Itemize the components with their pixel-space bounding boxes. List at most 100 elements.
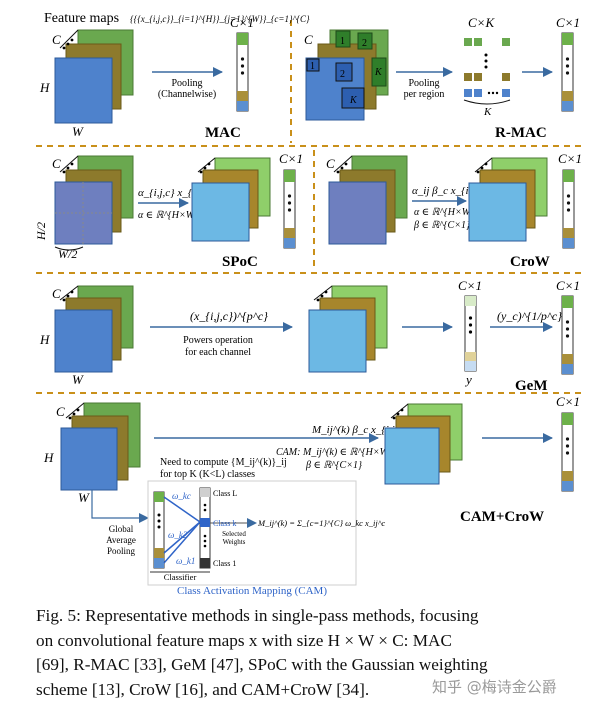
crow-formula-1: α_ij β_c x_{i,j,c}: [412, 185, 487, 197]
figure-diagram: Feature maps {{{x_{i,j,c}}_{i=1}^{H}}_{j…: [34, 11, 584, 597]
gem-feature-cube: [54, 285, 134, 373]
rmac-name: R-MAC: [495, 125, 547, 141]
mac-h-label: H: [39, 80, 50, 95]
w-kc-label: ω_kc: [172, 491, 191, 501]
spoc-c-label: C: [52, 156, 61, 171]
spoc-w2-label: W/2: [58, 247, 77, 261]
rmac-region-2: 2: [362, 38, 367, 49]
gap-label-1: Global: [109, 524, 134, 534]
spoc-h2-label: H/2: [34, 222, 48, 241]
gem-c-label: C: [52, 286, 61, 301]
mac-op1: Pooling: [171, 78, 202, 89]
gem-cx1-label: C×1: [556, 278, 580, 293]
cam-name: CAM+CroW: [460, 509, 544, 525]
feature-maps-formula: {{{x_{i,j,c}}_{i=1}^{H}}_{j=1}^{W}}_{c=1…: [130, 14, 310, 24]
cam-output-vector: [561, 412, 574, 492]
cam-c-label: C: [56, 404, 65, 419]
figure-caption: Fig. 5: Representative methods in single…: [36, 604, 584, 702]
gem-pooled-vector: [464, 295, 477, 372]
rmac-region-kb: K: [349, 95, 358, 106]
rmac-section: C 1 2 1 2 K K Pooling per region C×K K C…: [304, 15, 580, 141]
selected-weights-2: Weights: [223, 538, 246, 546]
mac-feature-cube: [54, 29, 134, 124]
mac-cx1-label: C×1: [230, 15, 254, 30]
rmac-region-vectors: [463, 38, 511, 105]
watermark: 知乎 @梅诗金公爵: [432, 678, 557, 696]
spoc-section: C H/2 W/2 α_{i,j,c} x_{i,j,c} α ∈ ℝ^{H×W…: [34, 151, 303, 270]
rmac-region-2b: 2: [340, 69, 345, 80]
spoc-formula-2: α ∈ ℝ^{H×W}: [138, 210, 198, 221]
caption-line-3: [69], R-MAC [33], GeM [47], SPoC with th…: [36, 655, 488, 674]
crow-output-vector: [562, 169, 575, 249]
mac-c-label: C: [52, 32, 61, 47]
cam-formula-3: β ∈ ℝ^{C×1}: [305, 460, 362, 471]
class-l-label: Class L: [213, 489, 237, 498]
mac-w-label: W: [72, 124, 84, 139]
rmac-op2: per region: [404, 89, 445, 100]
section-dividers: [36, 20, 584, 394]
spoc-cx1-label: C×1: [279, 151, 303, 166]
rmac-region-1b: 1: [310, 61, 315, 72]
rmac-region-1: 1: [340, 36, 345, 47]
crow-section: C α_ij β_c x_{i,j,c} α ∈ ℝ^{H×W} β ∈ ℝ^{…: [326, 151, 582, 270]
gem-output-vector: [561, 295, 574, 375]
cam-need-2: for top K (K<L) classes: [160, 469, 255, 480]
cam-h-label: H: [43, 450, 54, 465]
crow-name: CroW: [510, 254, 550, 270]
rmac-region-k: K: [374, 67, 383, 78]
rmac-c-label: C: [304, 32, 313, 47]
gem-name: GeM: [515, 378, 547, 394]
rmac-k-label: K: [483, 106, 492, 118]
mac-op2: (Channelwise): [158, 89, 216, 100]
gem-y-label: y: [464, 372, 472, 387]
caption-line-4: scheme [13], CroW [16], and CAM+CroW [34…: [36, 679, 370, 699]
selected-weights-1: Selected: [222, 530, 246, 538]
cam-panel: [147, 480, 357, 586]
gap-label-2: Average: [106, 535, 136, 545]
feature-maps-title: Feature maps: [44, 11, 119, 26]
cam-formula-2: CAM: M_ij^(k) ∈ ℝ^{H×W}: [276, 447, 392, 458]
gem-section: C H W (x_{i,j,c})^{p^c} Powers operation…: [39, 278, 580, 394]
cam-panel-title: Class Activation Mapping (CAM): [177, 585, 327, 597]
spoc-output-vector: [283, 169, 296, 249]
cam-w-label: W: [78, 490, 90, 505]
gem-powered-cube: [308, 285, 388, 373]
cam-section: C H W M_ij^(k) β_c x_{i,j,c} CAM: M_ij^(…: [43, 394, 580, 597]
gem-h-label: H: [39, 332, 50, 347]
cam-cx1-label: C×1: [556, 394, 580, 409]
mac-name: MAC: [205, 125, 241, 141]
gem-formula-2: (y_c)^{1/p^c}: [497, 309, 562, 323]
mac-output-vector: [236, 32, 249, 112]
cam-formula-1: M_ij^(k) β_c x_{i,j,c}: [311, 424, 407, 436]
cam-weighted-cube: [384, 403, 463, 485]
cam-map-formula: M_ij^(k) = Σ_{c=1}^{C} ω_kc x_ij^c: [257, 518, 385, 528]
rmac-feature-cube: [305, 29, 389, 121]
rmac-cx1-label: C×1: [556, 15, 580, 30]
caption-line-1: Fig. 5: Representative methods in single…: [36, 606, 479, 625]
gem-w-label: W: [72, 372, 84, 387]
crow-formula-3: β ∈ ℝ^{C×1}: [413, 220, 470, 231]
gap-label-3: Pooling: [107, 546, 136, 556]
rmac-op1: Pooling: [408, 78, 439, 89]
class-1-label: Class 1: [213, 559, 236, 568]
gem-op1: Powers operation: [183, 335, 253, 346]
crow-feature-cube: [328, 155, 408, 245]
w-k1-label: ω_k1: [176, 556, 195, 566]
spoc-weighted-cube: [191, 157, 271, 242]
cam-need-1: Need to compute {M_ij^(k)}_ij: [160, 457, 287, 468]
crow-c-label: C: [326, 156, 335, 171]
gem-op2: for each channel: [185, 347, 251, 358]
spoc-name: SPoC: [222, 254, 258, 270]
mac-section: Feature maps {{{x_{i,j,c}}_{i=1}^{H}}_{j…: [39, 11, 310, 141]
spoc-feature-cube: [54, 155, 134, 245]
rmac-output-vector: [561, 32, 574, 112]
crow-cx1-label: C×1: [558, 151, 582, 166]
caption-line-2: on convolutional feature maps x with siz…: [36, 630, 452, 650]
cam-feature-cube: [60, 402, 141, 491]
w-k2-label: ω_k2: [168, 530, 188, 540]
crow-weighted-cube: [468, 157, 548, 242]
gem-y-cx1-label: C×1: [458, 278, 482, 293]
classifier-label: Classifier: [164, 572, 197, 582]
class-k-label: Class k: [213, 519, 236, 528]
crow-formula-2: α ∈ ℝ^{H×W}: [414, 207, 474, 218]
